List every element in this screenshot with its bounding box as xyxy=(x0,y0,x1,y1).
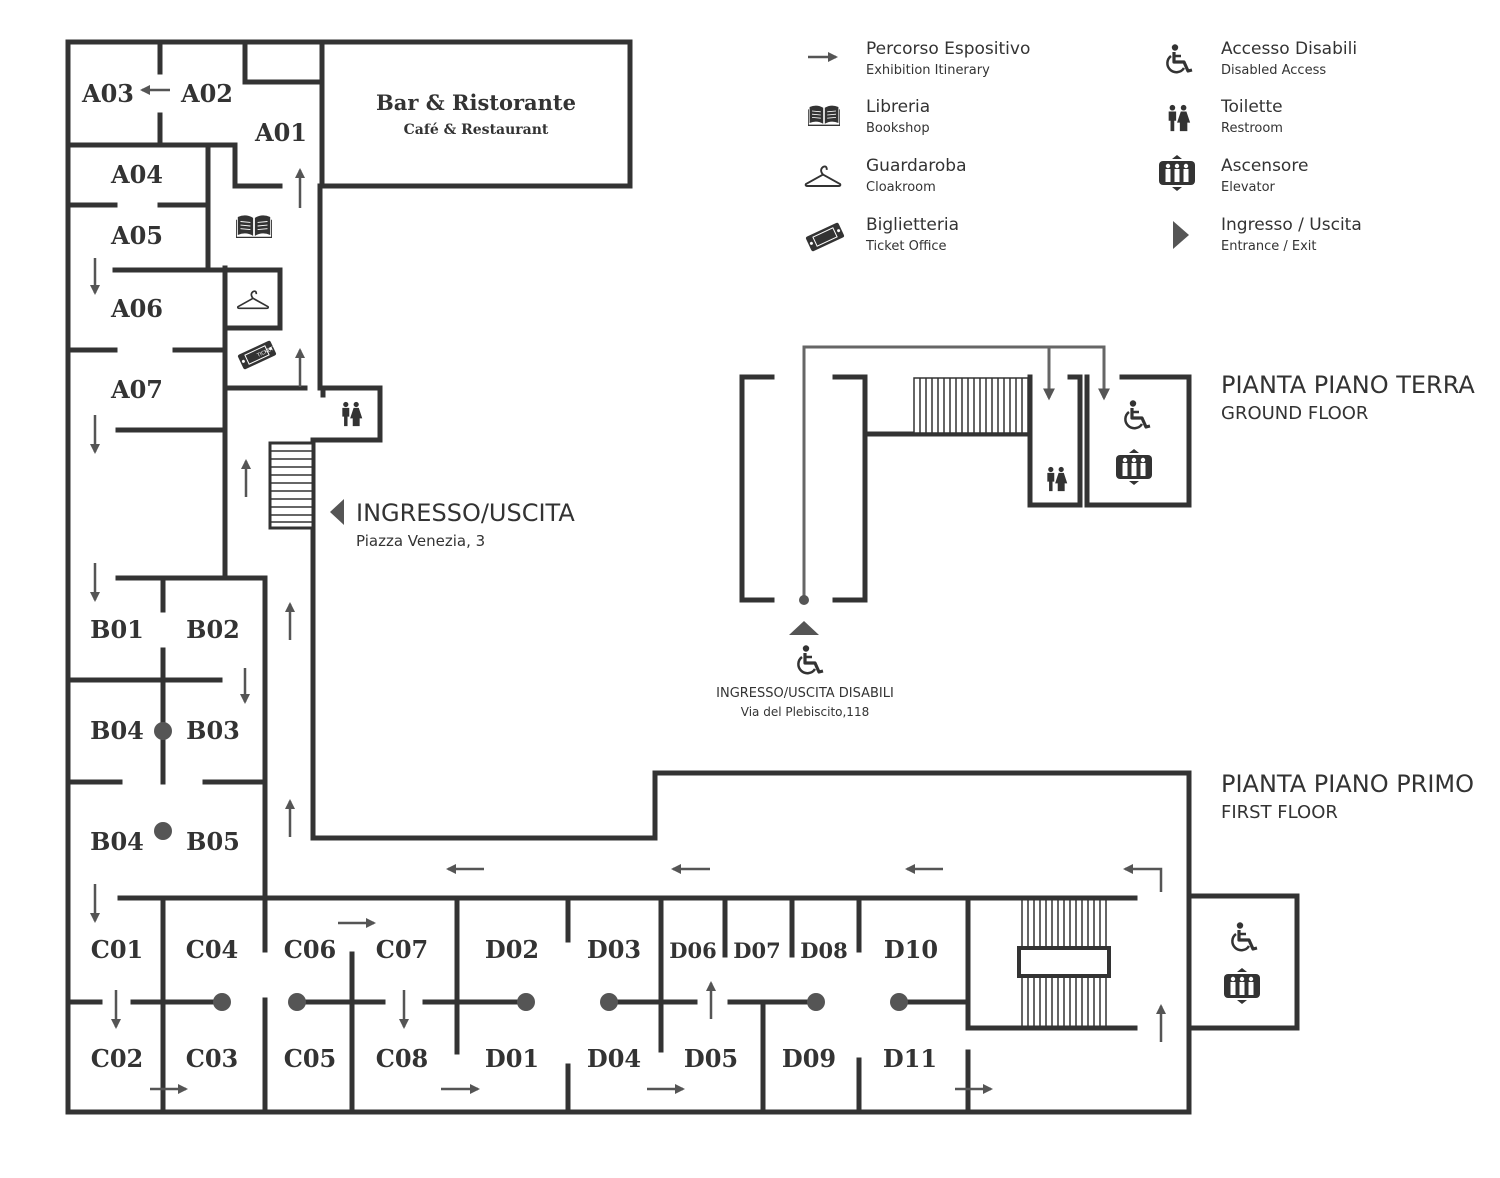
room-label: B04 xyxy=(90,716,144,745)
ground-floor-plan xyxy=(739,345,1192,675)
room-label: D05 xyxy=(684,1044,738,1073)
book-icon xyxy=(808,104,840,126)
legend-item-bookshop: Libreria Bookshop xyxy=(808,97,930,136)
legend-subtitle: Cloakroom xyxy=(866,180,936,195)
legend-title: Ingresso / Uscita xyxy=(1221,215,1362,235)
ground-floor-title: PIANTA PIANO TERRA xyxy=(1221,371,1475,399)
room-label: C05 xyxy=(284,1044,337,1073)
cafe-subtitle: Café & Restaurant xyxy=(404,122,549,138)
ground-floor-subtitle: GROUND FLOOR xyxy=(1221,403,1368,424)
elevator-icon xyxy=(1116,449,1152,485)
room-label: C02 xyxy=(91,1044,144,1073)
wheelchair-icon xyxy=(1165,44,1194,74)
entrance-triangle-icon xyxy=(789,621,819,635)
room-label: D04 xyxy=(587,1044,641,1073)
legend-item-elevator: Ascensore Elevator xyxy=(1159,155,1308,195)
main-entrance-title: INGRESSO/USCITA xyxy=(356,499,575,527)
room-label: B03 xyxy=(186,716,240,745)
ticket-icon xyxy=(805,222,845,252)
room-label: A07 xyxy=(110,375,163,404)
restroom-icon xyxy=(1168,104,1191,132)
room-label: B02 xyxy=(186,615,240,644)
legend-title: Percorso Espositivo xyxy=(866,39,1030,59)
legend-item-disabled-access: Accesso Disabili Disabled Access xyxy=(1165,39,1357,78)
stairs-entrance xyxy=(268,441,315,530)
legend-title: Toilette xyxy=(1220,97,1283,117)
legend-title: Accesso Disabili xyxy=(1221,39,1357,59)
room-label: A01 xyxy=(254,118,307,147)
itinerary-arrows xyxy=(90,85,1166,1094)
room-label: D09 xyxy=(782,1044,836,1073)
room-label: D08 xyxy=(800,938,847,963)
first-floor-title: PIANTA PIANO PRIMO xyxy=(1221,770,1474,798)
room-label: A06 xyxy=(110,294,163,323)
room-label: C01 xyxy=(91,935,144,964)
legend-item-cloakroom: Guardaroba Cloakroom xyxy=(804,156,967,195)
room-label: D01 xyxy=(485,1044,539,1073)
room-label: B04 xyxy=(90,827,144,856)
cafe-title: Bar & Ristorante xyxy=(376,90,576,115)
legend-title: Biglietteria xyxy=(866,215,959,235)
room-label: D07 xyxy=(733,938,780,963)
legend-item-ticket: Biglietteria Ticket Office xyxy=(805,215,959,254)
wheelchair-icon xyxy=(1123,400,1152,430)
elevator-icon xyxy=(1224,968,1260,1004)
first-floor-walls xyxy=(65,39,1300,1115)
legend-title: Guardaroba xyxy=(866,156,967,176)
room-label: C06 xyxy=(284,935,337,964)
legend-subtitle: Exhibition Itinerary xyxy=(866,63,990,78)
room-label: B05 xyxy=(186,827,240,856)
book-icon xyxy=(236,214,272,238)
legend-subtitle: Restroom xyxy=(1221,121,1283,136)
room-label: A04 xyxy=(110,160,163,189)
room-labels: A03 A02 A01 A04 A05 A06 A07 B01 B02 B04 … xyxy=(81,79,938,1073)
hanger-icon xyxy=(804,165,842,187)
legend-item-itinerary: Percorso Espositivo Exhibition Itinerary xyxy=(808,39,1030,78)
room-label: D02 xyxy=(485,935,539,964)
first-floor-subtitle: FIRST FLOOR xyxy=(1221,802,1338,823)
stairs-first-floor xyxy=(1017,900,1111,1026)
room-label: C07 xyxy=(376,935,429,964)
legend-item-entrance: Ingresso / Uscita Entrance / Exit xyxy=(1173,215,1362,254)
room-label: C04 xyxy=(186,935,239,964)
legend-subtitle: Ticket Office xyxy=(865,239,947,254)
wheelchair-icon xyxy=(1230,922,1259,952)
disabled-entrance-address: Via del Plebiscito,118 xyxy=(741,705,869,719)
room-label: A02 xyxy=(180,79,233,108)
legend: Percorso Espositivo Exhibition Itinerary… xyxy=(804,39,1362,254)
room-label: D03 xyxy=(587,935,641,964)
room-label: A05 xyxy=(110,221,163,250)
restroom-icon xyxy=(342,401,363,427)
elevator-icon xyxy=(1159,155,1195,191)
room-label: C08 xyxy=(376,1044,429,1073)
legend-item-restroom: Toilette Restroom xyxy=(1168,97,1283,136)
main-entrance-address: Piazza Venezia, 3 xyxy=(356,532,485,550)
legend-subtitle: Entrance / Exit xyxy=(1221,239,1317,254)
wheelchair-icon xyxy=(796,645,825,675)
room-label: B01 xyxy=(90,615,144,644)
legend-title: Libreria xyxy=(866,97,930,117)
room-label: A03 xyxy=(81,79,134,108)
legend-subtitle: Disabled Access xyxy=(1221,63,1326,78)
legend-subtitle: Bookshop xyxy=(866,121,930,136)
entrance-triangle-icon xyxy=(1173,221,1189,249)
room-label: C03 xyxy=(186,1044,239,1073)
pivot-dots xyxy=(154,722,908,1011)
room-label: D10 xyxy=(884,935,938,964)
room-label: D06 xyxy=(669,938,716,963)
hanger-icon xyxy=(236,290,270,310)
disabled-entrance-title: INGRESSO/USCITA DISABILI xyxy=(716,686,894,701)
legend-title: Ascensore xyxy=(1221,156,1308,176)
entrance-triangle-icon xyxy=(330,499,344,525)
legend-subtitle: Elevator xyxy=(1221,180,1276,195)
room-label: D11 xyxy=(883,1044,937,1073)
restroom-icon xyxy=(1047,466,1068,492)
